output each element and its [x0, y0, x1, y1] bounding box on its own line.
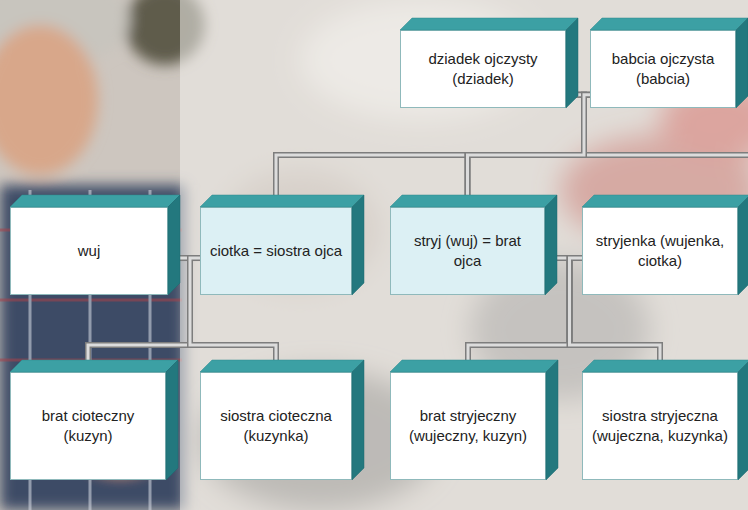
family-connector [276, 95, 584, 207]
face [0, 25, 98, 175]
family-box: siostra stryjeczna (wujeczna, kuzynka) [582, 372, 738, 480]
man-figure [0, 0, 205, 510]
family-box: stryj (wuj) = brat ojca [390, 207, 545, 295]
box-side-face [352, 360, 364, 480]
family-connector [276, 95, 590, 207]
relation-label: stryjenka (wujenka, ciotka) [583, 227, 737, 276]
box-side-face [166, 360, 178, 480]
relation-label: siostra stryjeczna (wujeczna, kuzynka) [583, 402, 737, 451]
family-box: brat stryjeczny (wujeczny, kuzyn) [390, 372, 546, 480]
box-top-face [590, 18, 748, 30]
box-side-face [738, 195, 748, 295]
family-box: wuj [10, 207, 168, 295]
pipe-highlight [468, 95, 591, 207]
box-top-face [10, 195, 180, 207]
box-top-face [390, 195, 557, 207]
box-top-face [390, 360, 558, 372]
box-side-face [566, 18, 578, 108]
relation-label: siostra cioteczna (kuzynka) [201, 402, 351, 451]
wash-panel [180, 0, 748, 510]
family-box: brat cioteczny (kuzyn) [10, 372, 166, 480]
family-box: ciotka = siostra ojca [200, 207, 352, 295]
offpage-branch [584, 155, 748, 156]
pipe-outline [276, 95, 584, 207]
relation-label: dziadek ojczysty (dziadek) [401, 45, 565, 94]
box-top-face [582, 360, 748, 372]
box-side-face [738, 360, 748, 480]
pipe-outline [584, 152, 748, 158]
relation-label: wuj [70, 237, 109, 265]
relation-label: brat cioteczny (kuzyn) [11, 402, 165, 451]
pipe-highlight [584, 154, 748, 157]
pipe-highlight [276, 95, 590, 207]
box-side-face [545, 195, 557, 295]
family-box: siostra cioteczna (kuzynka) [200, 372, 352, 480]
family-connector [468, 95, 591, 207]
box-top-face [200, 195, 364, 207]
relation-label: babcia ojczysta (babcia) [591, 45, 735, 94]
family-box: babcia ojczysta (babcia) [590, 30, 736, 108]
box-side-face [352, 195, 364, 295]
relation-label: ciotka = siostra ojca [202, 237, 350, 265]
relation-label: brat stryjeczny (wujeczny, kuzyn) [391, 402, 545, 451]
pipe-outline [468, 95, 591, 207]
pipe-outline [276, 95, 590, 207]
family-box: stryjenka (wujenka, ciotka) [582, 207, 738, 295]
box-side-face [736, 18, 748, 108]
box-top-face [200, 360, 364, 372]
box-top-face [400, 18, 578, 30]
box-side-face [168, 195, 180, 295]
box-top-face [582, 195, 748, 207]
box-side-face [546, 360, 558, 480]
box-top-face [10, 360, 178, 372]
family-box: dziadek ojczysty (dziadek) [400, 30, 566, 108]
pipe-highlight [468, 95, 585, 207]
pipe-outline [468, 95, 585, 207]
pipe-highlight [276, 95, 584, 207]
relation-label: stryj (wuj) = brat ojca [391, 227, 544, 276]
family-connector [468, 95, 585, 207]
